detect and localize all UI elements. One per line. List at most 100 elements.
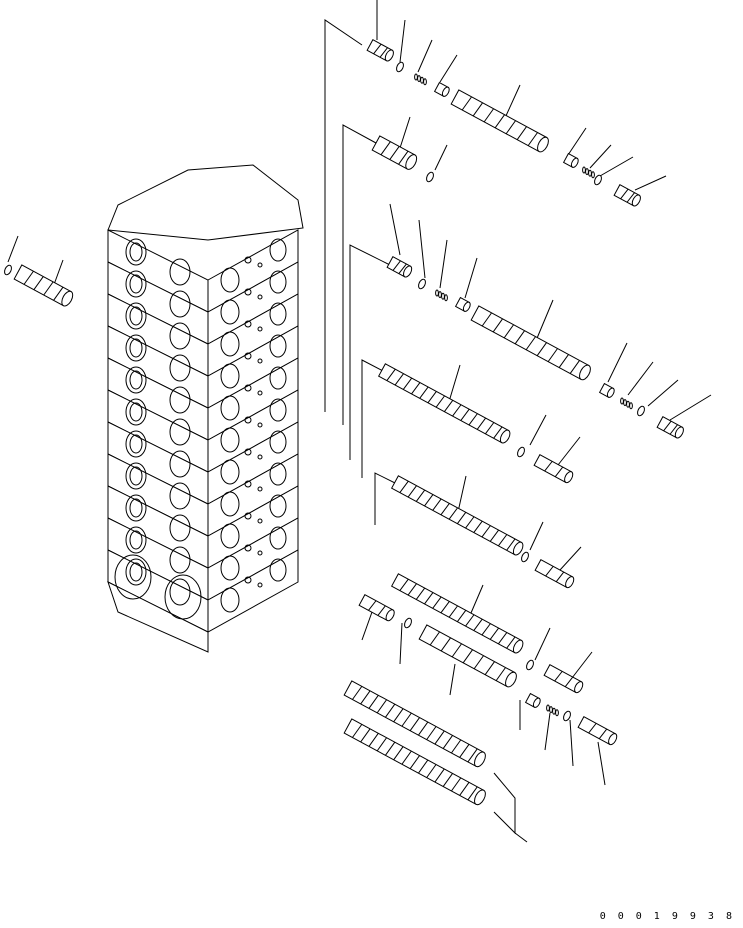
plug: [656, 416, 684, 439]
groove: [409, 755, 420, 769]
bolt-hole: [257, 422, 263, 428]
leader-line: [418, 219, 426, 279]
end-face: [674, 426, 684, 439]
groove: [555, 571, 565, 582]
groove: [368, 694, 379, 709]
bracket-line: [493, 772, 516, 835]
groove: [389, 146, 400, 160]
bolt-hole: [244, 416, 252, 424]
end-face: [606, 387, 615, 398]
groove: [415, 489, 426, 502]
o-ring: [404, 617, 412, 629]
groove: [385, 741, 396, 756]
bolt-hole: [244, 352, 252, 360]
spool: [343, 718, 486, 806]
leader-line: [559, 546, 582, 571]
groove: [448, 507, 458, 520]
port: [220, 523, 240, 549]
groove: [492, 318, 503, 333]
groove: [434, 768, 445, 783]
groove: [460, 408, 470, 421]
groove: [527, 132, 538, 146]
port: [125, 494, 147, 522]
bolt-hole: [244, 384, 252, 392]
port: [269, 334, 287, 358]
groove: [498, 632, 508, 645]
groove: [473, 520, 483, 533]
groove: [407, 583, 417, 596]
port: [125, 334, 147, 362]
end-face: [565, 576, 575, 589]
leader-lines: [7, 0, 712, 786]
groove: [376, 699, 387, 714]
groove: [415, 587, 426, 600]
groove: [554, 466, 564, 477]
groove: [368, 732, 379, 747]
end-face: [384, 49, 394, 62]
port: [269, 302, 287, 326]
groove: [435, 395, 445, 408]
groove: [33, 276, 44, 290]
port: [220, 427, 240, 453]
leader-line: [534, 299, 554, 344]
plug: [366, 39, 394, 62]
bracket-line: [514, 832, 528, 843]
end-face: [474, 789, 486, 806]
groove: [401, 750, 412, 765]
port: [269, 558, 287, 582]
groove: [505, 120, 516, 135]
groove: [360, 690, 371, 705]
port: [220, 299, 240, 325]
leader-line: [399, 622, 403, 665]
spool: [390, 475, 524, 556]
spool-2: [390, 475, 575, 589]
leader-line: [627, 361, 654, 396]
groove: [489, 529, 500, 542]
leader-line: [389, 203, 401, 256]
leader-line: [439, 239, 448, 289]
leader-line: [589, 144, 612, 169]
bracket-line: [342, 124, 377, 425]
spool-1: [377, 363, 574, 484]
port: [169, 450, 191, 478]
port-inner: [129, 434, 143, 454]
plug: [534, 559, 575, 589]
port: [169, 258, 191, 286]
groove: [558, 354, 569, 368]
groove: [427, 391, 437, 404]
bracket-line: [349, 244, 391, 460]
groove: [409, 717, 420, 731]
groove: [419, 386, 429, 399]
groove: [536, 342, 547, 356]
groove: [588, 723, 597, 734]
port-inner: [129, 498, 143, 518]
port-inner: [129, 530, 143, 550]
groove: [493, 426, 503, 439]
spring: [620, 397, 633, 410]
groove: [424, 494, 434, 507]
leader-line: [597, 741, 606, 786]
groove: [399, 578, 409, 591]
end-face: [574, 681, 584, 694]
groove: [411, 382, 421, 395]
groove: [399, 480, 409, 493]
groove: [352, 686, 363, 700]
groove: [402, 377, 413, 390]
groove: [440, 601, 450, 614]
port-inner: [129, 306, 143, 326]
leader-line: [567, 127, 587, 156]
groove: [379, 47, 388, 58]
port: [169, 290, 191, 318]
groove: [481, 525, 491, 538]
port: [169, 418, 191, 446]
sleeve: [450, 89, 549, 153]
spool: [390, 573, 524, 654]
bolt-hole: [257, 454, 263, 460]
port: [125, 366, 147, 394]
o-ring: [521, 551, 529, 563]
bracket-line: [374, 472, 398, 525]
valve-top-cap: [107, 164, 304, 241]
leader-line: [557, 436, 581, 466]
leader-line: [529, 521, 544, 551]
bolt-hole: [244, 256, 252, 264]
